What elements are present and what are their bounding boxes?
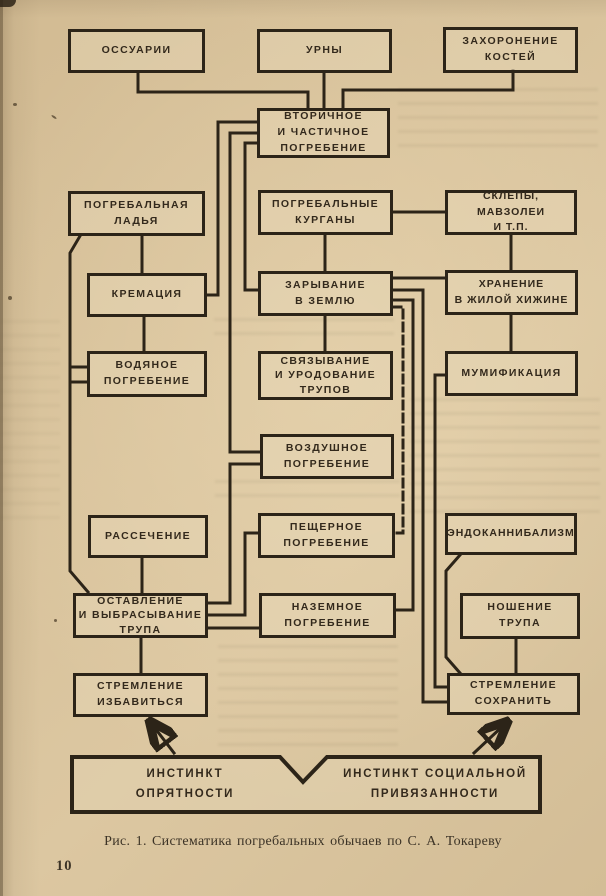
node-desire-to-get-rid: СТРЕМЛЕНИЕ ИЗБАВИТЬСЯ xyxy=(73,673,208,717)
node-binding-mutilation: СВЯЗЫВАНИЕ И УРОДОВАНИЕ ТРУПОВ xyxy=(258,351,393,400)
node-urns: УРНЫ xyxy=(257,29,392,73)
edge-ossuaries-secondary xyxy=(136,71,310,110)
node-ground-burial: НАЗЕМНОЕ ПОГРЕБЕНИЕ xyxy=(259,593,396,638)
node-bone-burial: ЗАХОРОНЕНИЕ КОСТЕЙ xyxy=(443,27,578,73)
edge-mummification-desirekeep xyxy=(433,373,449,689)
corner-ink-mark xyxy=(0,0,16,7)
node-hut-storage: ХРАНЕНИЕ В ЖИЛОЙ ХИЖИНЕ xyxy=(445,270,578,315)
edge-earthburial-groundburial xyxy=(391,298,415,612)
paper-speck xyxy=(8,296,12,300)
edge-earthburial-desirekeep xyxy=(391,288,449,704)
node-abandonment: ОСТАВЛЕНИЕ И ВЫБРАСЫВАНИЕ ТРУПА xyxy=(73,593,208,638)
edge-secondary-earthburial xyxy=(243,141,260,292)
node-secondary-partial-burial: ВТОРИЧНОЕ И ЧАСТИЧНОЕ ПОГРЕБЕНИЕ xyxy=(257,108,390,158)
edge-secondary-cremation xyxy=(205,120,259,297)
page-number: 10 xyxy=(56,858,73,874)
node-air-burial: ВОЗДУШНОЕ ПОГРЕБЕНИЕ xyxy=(260,434,394,479)
node-cave-burial: ПЕЩЕРНОЕ ПОГРЕБЕНИЕ xyxy=(258,513,395,558)
edge-caveburial-abandonment xyxy=(206,531,260,617)
page-binding-shade xyxy=(0,0,3,896)
node-endocannibalism: ЭНДОКАННИБАЛИЗМ xyxy=(445,513,577,555)
figure-caption: Рис. 1. Систематика погребальных обычаев… xyxy=(104,834,502,849)
label-instinct-social: ИНСТИНКТ СОЦИАЛЬНОЙ ПРИВЯЗАННОСТИ xyxy=(343,768,527,800)
edge-airburial-abandonment xyxy=(206,462,262,605)
node-desire-to-preserve: СТРЕМЛЕНИЕ СОХРАНИТЬ xyxy=(447,673,580,715)
node-cremation: КРЕМАЦИЯ xyxy=(87,273,207,317)
node-burial-mounds: ПОГРЕБАЛЬНЫЕ КУРГАНЫ xyxy=(258,190,393,235)
node-corpse-carrying: НОШЕНИЕ ТРУПА xyxy=(460,593,580,639)
edge-secondary-airburial xyxy=(228,131,262,454)
instincts-box-outline xyxy=(70,755,542,814)
edge-earthburial-caveburial-dashed xyxy=(391,305,405,535)
node-funeral-boat: ПОГРЕБАЛЬНАЯ ЛАДЬЯ xyxy=(68,191,205,236)
node-ossuaries: ОССУАРИИ xyxy=(68,29,205,73)
node-earth-burial: ЗАРЫВАНИЕ В ЗЕМЛЮ xyxy=(258,271,393,316)
edge-endocannibalism-desirekeep xyxy=(444,552,463,676)
paper-speck xyxy=(54,619,57,622)
edge-boneburial-secondary xyxy=(341,69,515,110)
paper-speck xyxy=(13,103,17,106)
node-dissection: РАССЕЧЕНИЕ xyxy=(88,515,208,558)
arrow-instinct-tidiness xyxy=(151,723,174,756)
node-water-burial: ВОДЯНОЕ ПОГРЕБЕНИЕ xyxy=(87,351,207,397)
edge-boat-abandonment xyxy=(68,233,91,595)
arrow-instinct-social xyxy=(471,723,506,756)
node-mummification: МУМИФИКАЦИЯ xyxy=(445,351,578,396)
node-crypts-mausoleums: СКЛЕПЫ, МАВЗОЛЕИ И Т.П. xyxy=(445,190,577,235)
label-instinct-tidiness: ИНСТИНКТ ОПРЯТНОСТИ xyxy=(135,768,235,800)
